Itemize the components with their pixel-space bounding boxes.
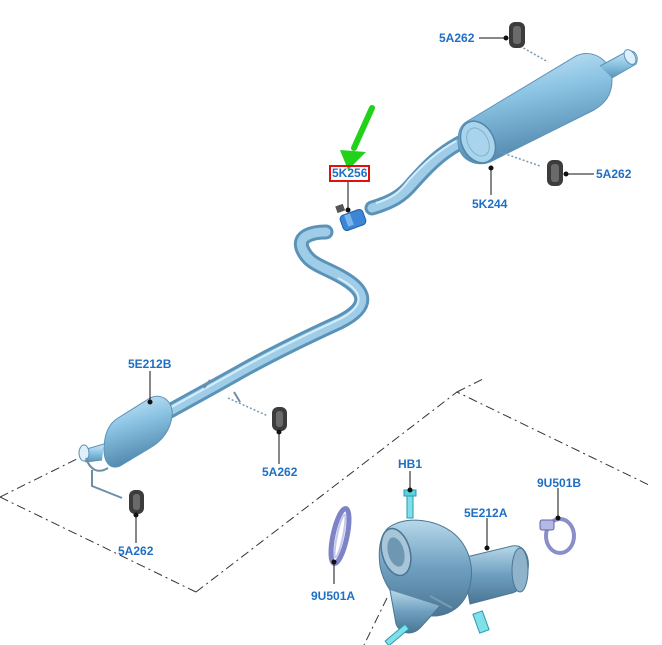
- boundary-edge-left: [0, 454, 86, 498]
- rubber-hanger-right[interactable]: [547, 160, 563, 186]
- hanger-bracket-mid: [203, 379, 269, 417]
- callout-hanger-right[interactable]: 5A262: [596, 167, 632, 181]
- bolt-lower-left[interactable]: [384, 623, 410, 645]
- callout-hanger-mid[interactable]: 5A262: [262, 465, 298, 479]
- callout-gasket-9u501a[interactable]: 9U501A: [311, 589, 356, 603]
- catalyst-5e212a[interactable]: [376, 519, 529, 634]
- callout-hanger-bottom-left[interactable]: 5A262: [118, 544, 154, 558]
- assembly-boundary: [0, 377, 652, 593]
- gasket-9u501a[interactable]: [327, 506, 352, 566]
- callout-bolt-hb1[interactable]: HB1: [398, 457, 423, 471]
- callout-clamp-highlight[interactable]: 5K256: [329, 165, 371, 182]
- boundary-edge-lower: [363, 597, 388, 645]
- bolt-hb1[interactable]: [403, 489, 417, 519]
- clamp-9u501b[interactable]: [539, 517, 576, 555]
- bolt-lower-right[interactable]: [472, 610, 490, 634]
- rear-muffler-5k244[interactable]: [454, 45, 639, 169]
- clamp-5k256[interactable]: [335, 203, 367, 232]
- leader-lines: [133, 35, 594, 584]
- pointer-arrow: [340, 105, 375, 170]
- callout-rear-muffler[interactable]: 5K244: [472, 197, 508, 211]
- front-catalyst-5e212b[interactable]: [78, 395, 173, 499]
- callout-hanger-top[interactable]: 5A262: [439, 31, 475, 45]
- callout-clamp-9u501b[interactable]: 9U501B: [537, 476, 582, 490]
- rubber-hanger-top[interactable]: [509, 22, 525, 48]
- rubber-hanger-bottom-left[interactable]: [129, 490, 144, 514]
- callout-catalyst-5e212a[interactable]: 5E212A: [464, 506, 508, 520]
- callout-front-catalyst[interactable]: 5E212B: [128, 357, 172, 371]
- rubber-hanger-mid[interactable]: [272, 407, 287, 431]
